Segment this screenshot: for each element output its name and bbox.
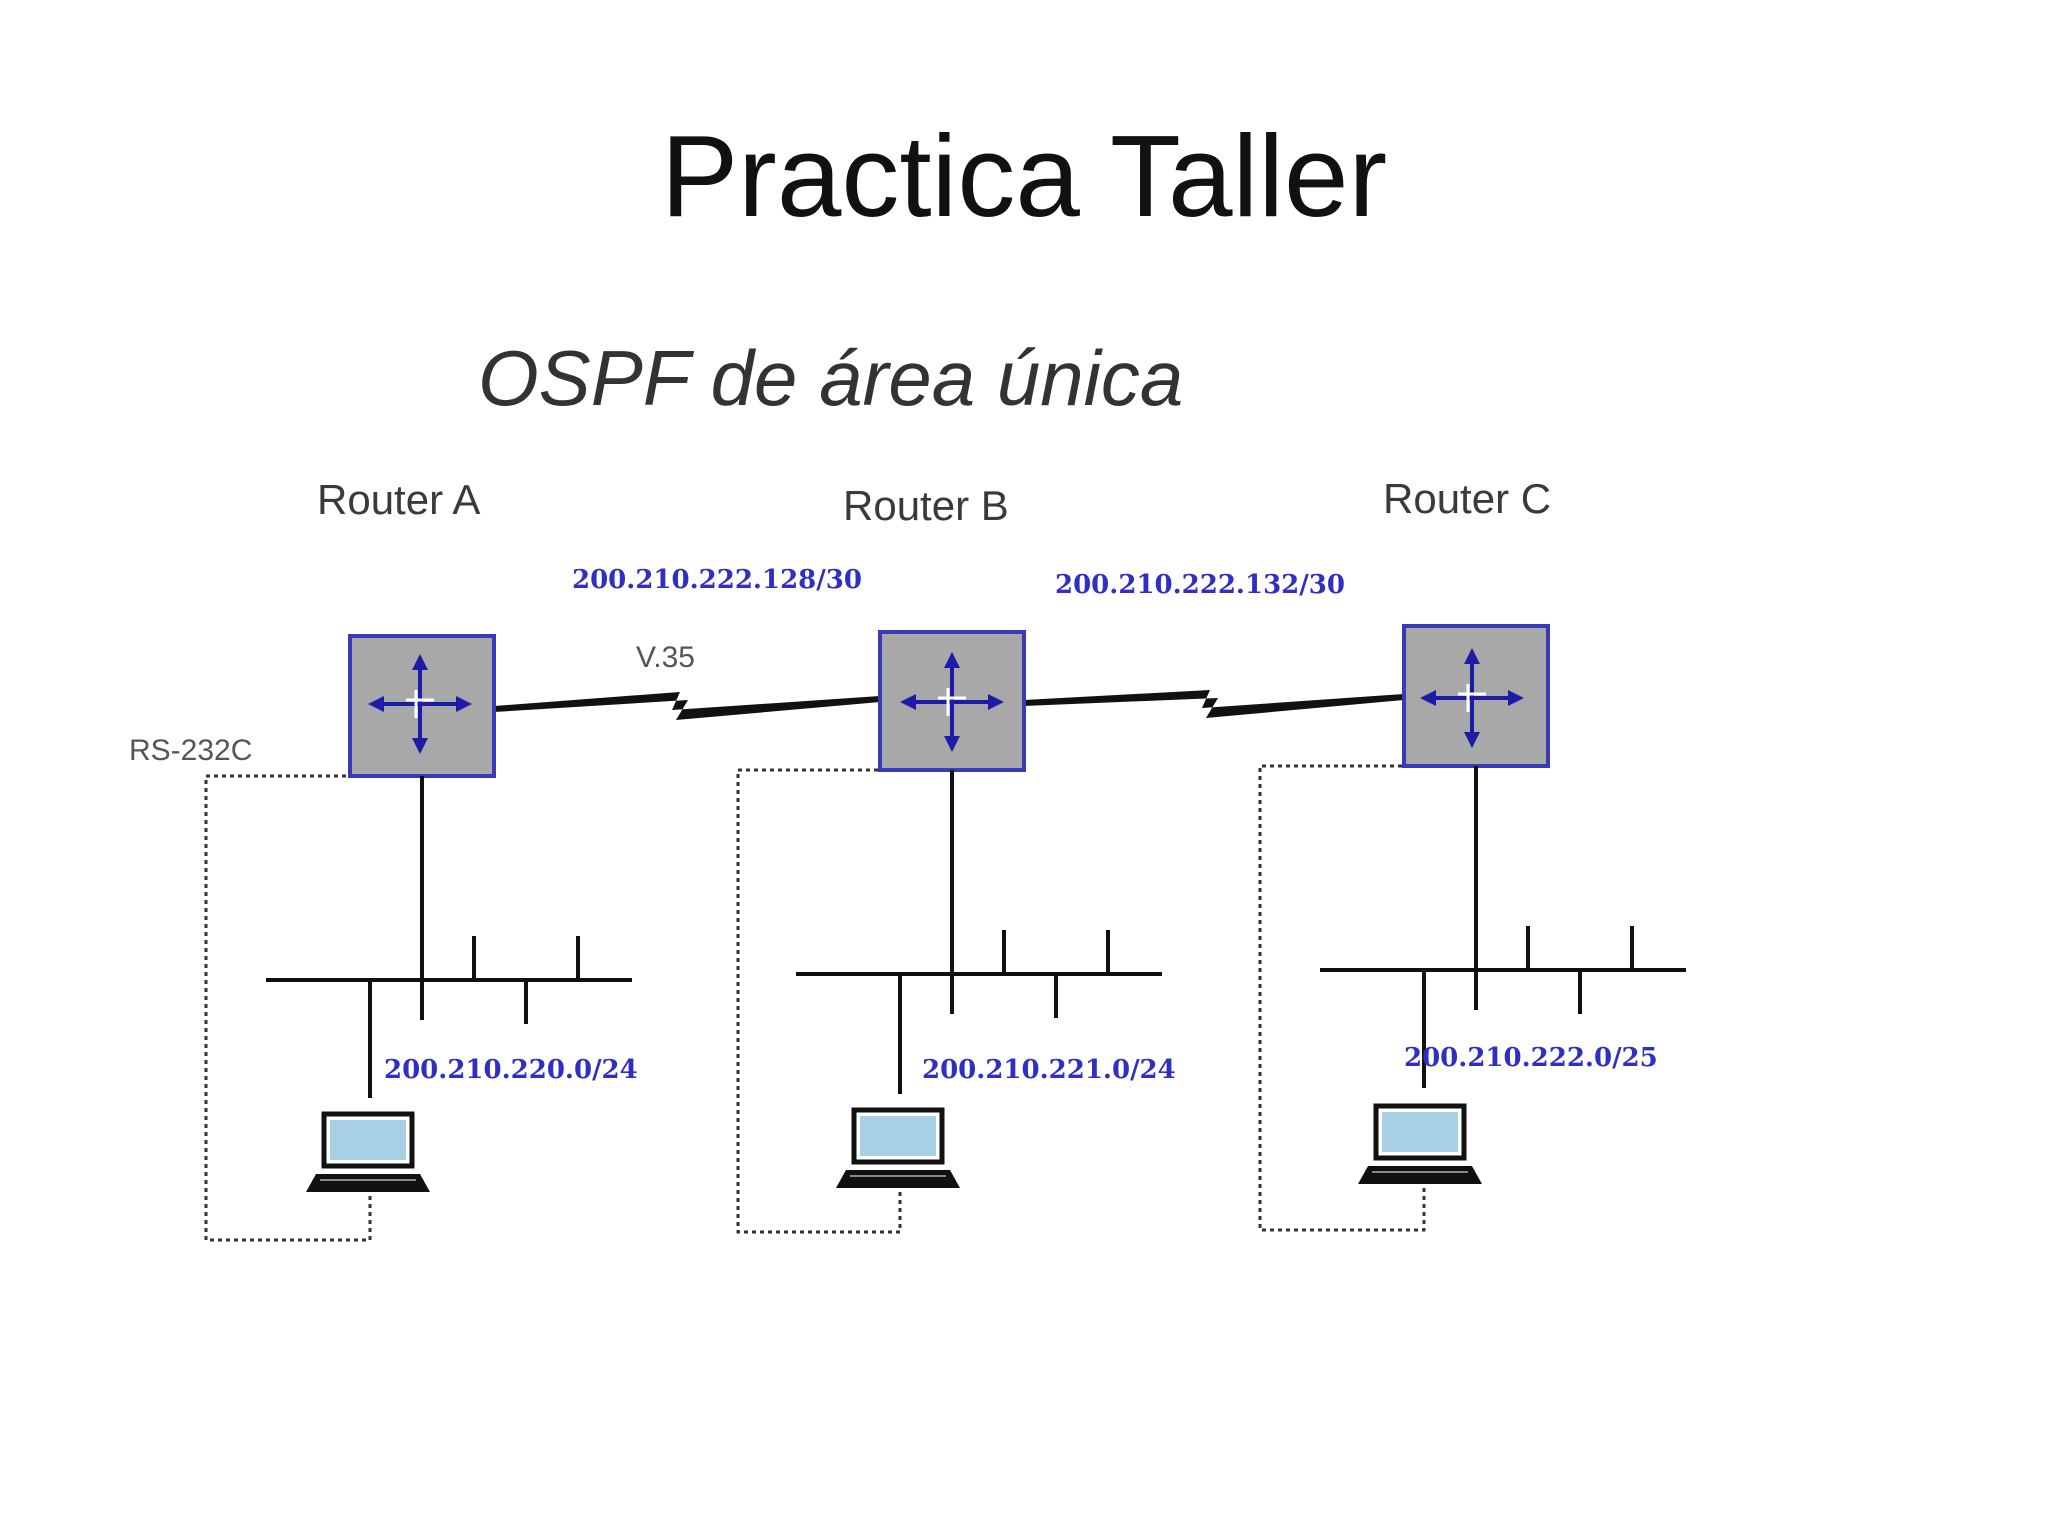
serial-link-ab [494,692,880,720]
laptop-b-icon [836,1110,960,1188]
lan-b-network-label: 200.210.221.0/24 [922,1055,1176,1085]
diagram-subtitle: OSPF de área única [478,334,1183,422]
lan-b-segment [796,770,1162,1094]
slide-title: Practica Taller [660,111,1388,241]
lan-c-segment [1320,766,1686,1088]
serial-link-bc [1024,690,1404,718]
console-cable-a [204,774,372,1242]
lan-c-network-label: 200.210.222.0/25 [1404,1043,1658,1073]
v35-cable-label: V.35 [636,641,695,674]
rs232c-cable-label: RS-232C [129,734,252,767]
lan-a-network-label: 200.210.220.0/24 [384,1055,638,1085]
router-c-icon [1402,624,1550,768]
router-c-label: Router C [1383,475,1551,522]
console-cable-c [1258,764,1426,1232]
router-a-icon [348,634,496,778]
router-b-label: Router B [843,482,1009,529]
link-ab-network-label: 200.210.222.128/30 [572,565,862,595]
console-cable-b [736,768,902,1234]
link-bc-network-label: 200.210.222.132/30 [1055,570,1345,600]
router-b-icon [878,630,1026,772]
lan-a-segment [266,776,632,1098]
laptop-a-icon [306,1114,430,1192]
laptop-c-icon [1358,1106,1482,1184]
router-a-label: Router A [317,476,480,523]
